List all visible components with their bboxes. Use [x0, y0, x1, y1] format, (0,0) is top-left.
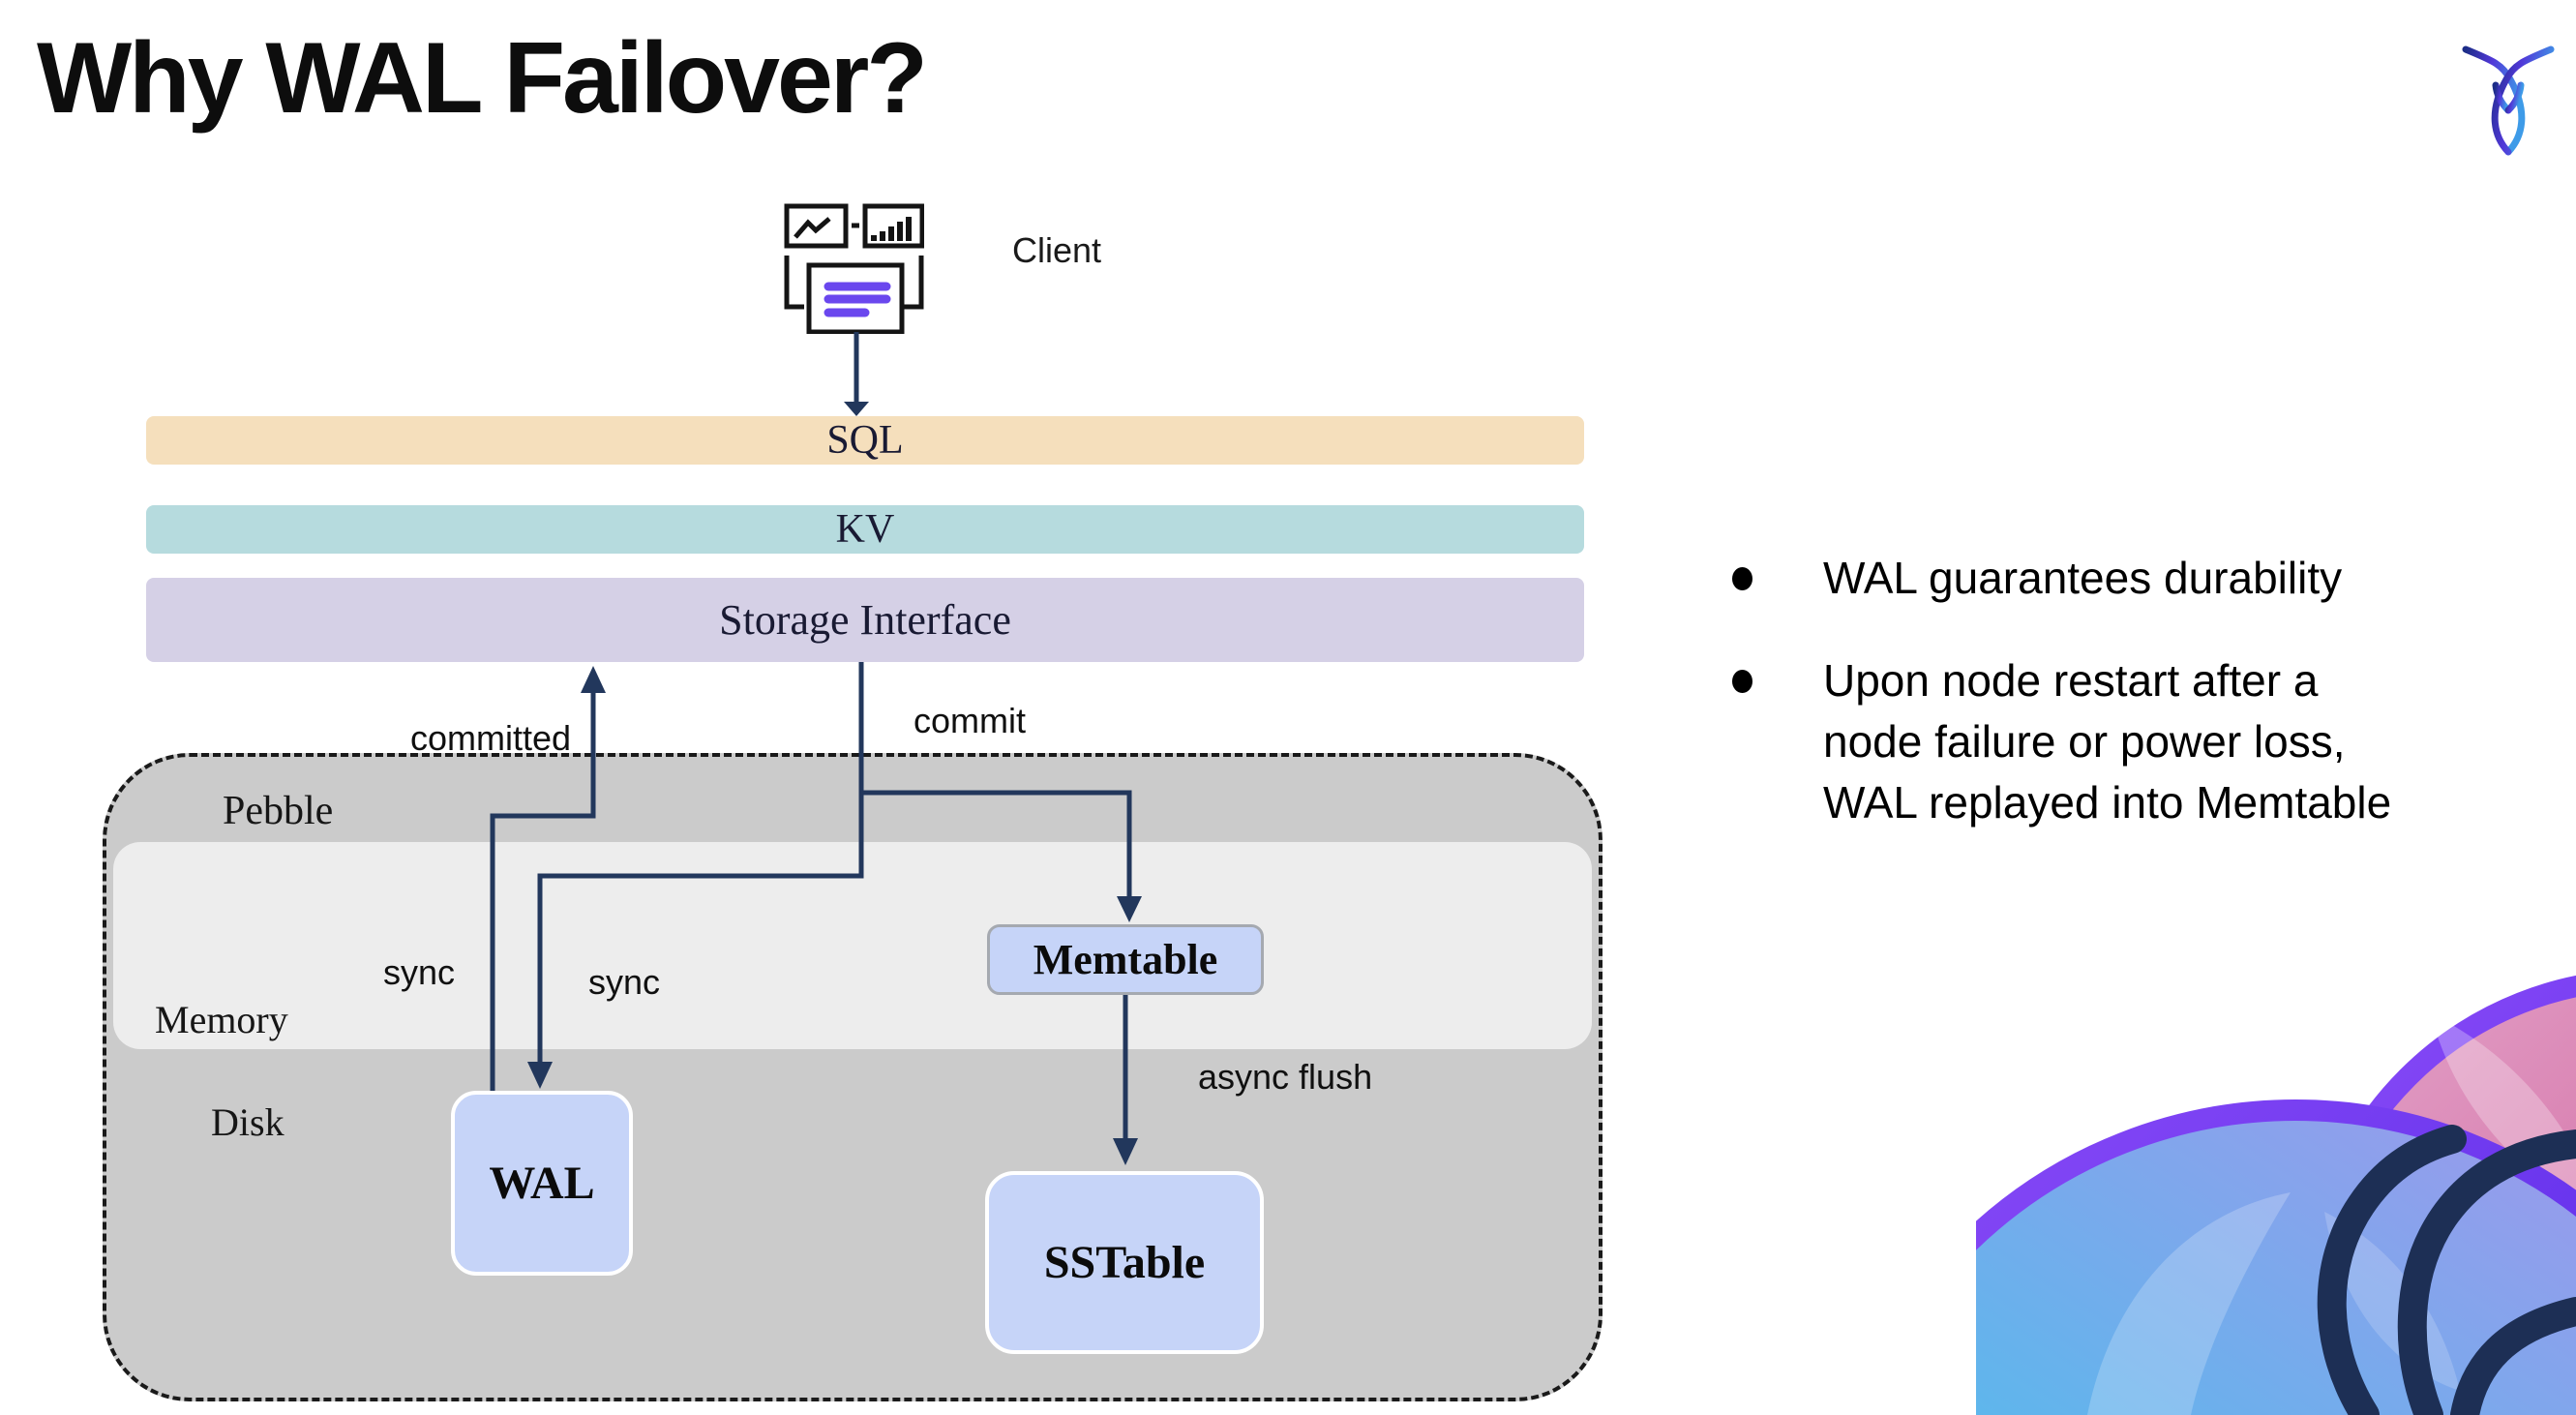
page-title: Why WAL Failover?: [37, 22, 928, 135]
sstable-box: SSTable: [985, 1171, 1264, 1354]
sync-label-right: sync: [588, 962, 661, 1002]
pebble-label: Pebble: [223, 789, 334, 833]
wal-box: WAL: [451, 1091, 633, 1276]
sstable-label: SSTable: [1043, 1237, 1206, 1288]
kv-layer-bar: KV: [146, 505, 1584, 554]
kv-layer-label: KV: [835, 507, 895, 552]
bar-chart-icon: [862, 203, 924, 249]
bracket-left-icon: [784, 256, 804, 310]
memory-label: Memory: [155, 998, 288, 1041]
bullet-text-line: WAL replayed into Memtable: [1823, 777, 2392, 828]
sql-layer-label: SQL: [826, 418, 904, 463]
memtable-label: Memtable: [1033, 936, 1218, 983]
arrowhead-up: [581, 666, 606, 693]
bullet-text-line: WAL guarantees durability: [1823, 553, 2343, 603]
disk-label: Disk: [211, 1100, 285, 1144]
memory-band: [113, 842, 1592, 1049]
bullet-item: Upon node restart after a node failure o…: [1823, 650, 2391, 833]
storage-interface-label: Storage Interface: [719, 596, 1011, 644]
client-label: Client: [1012, 230, 1102, 270]
bullet-dot: [1732, 670, 1752, 693]
async-flush-label: async flush: [1198, 1057, 1373, 1097]
bullet-dot: [1732, 567, 1752, 590]
arrowhead-down: [844, 402, 869, 416]
commit-label: commit: [914, 701, 1026, 740]
storage-interface-bar: Storage Interface: [146, 578, 1584, 662]
document-text-lines: [824, 282, 891, 317]
client-icon: [784, 203, 924, 334]
bracket-right-icon: [904, 256, 924, 310]
memtable-box: Memtable: [987, 924, 1264, 995]
sync-label-left: sync: [383, 952, 456, 992]
bullet-text-line: node failure or power loss,: [1823, 716, 2346, 767]
wal-label: WAL: [489, 1158, 595, 1209]
line-chart-icon: [784, 203, 849, 249]
brand-artwork: [1976, 976, 2576, 1415]
bullet-text-line: Upon node restart after a: [1823, 655, 2319, 706]
sql-layer-bar: SQL: [146, 416, 1584, 465]
cockroachdb-logo-icon: [2462, 45, 2555, 156]
